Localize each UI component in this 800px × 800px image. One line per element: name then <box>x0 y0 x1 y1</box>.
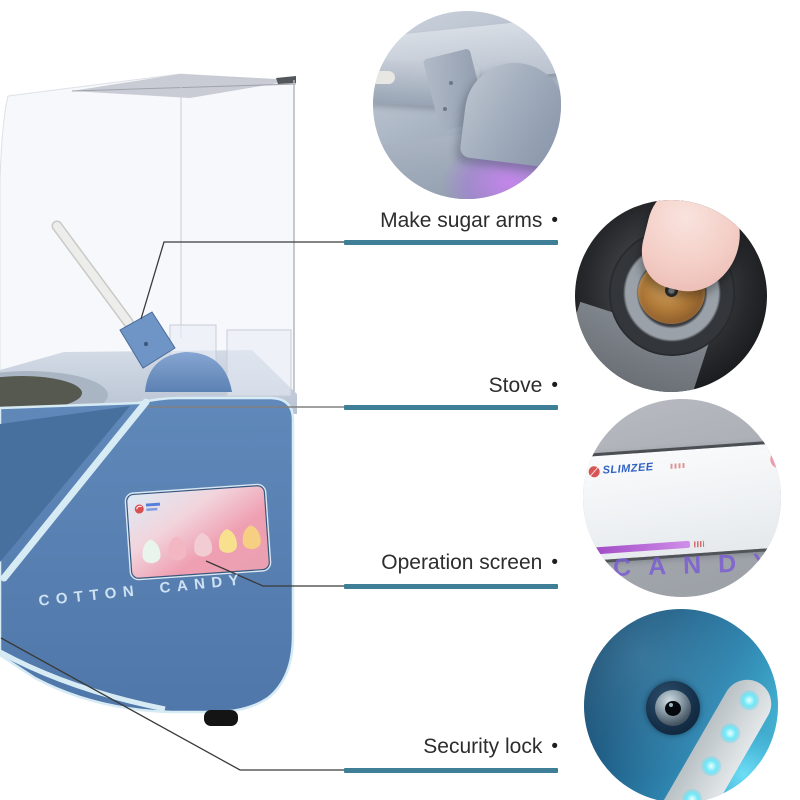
callout-underline-make-sugar-arms <box>344 240 558 245</box>
callout-bullet: • <box>551 552 558 573</box>
candy-icon-4[interactable] <box>218 528 238 553</box>
arm-hump <box>145 352 232 392</box>
logo-mark-icon <box>588 465 601 478</box>
candy-icon-2[interactable] <box>167 536 187 561</box>
stove-opening <box>0 376 82 410</box>
callout-make-sugar-arms: Make sugar arms • <box>380 208 558 234</box>
detail-photo-operation-screen: SLIMZEE ✕ CANDY <box>583 399 781 597</box>
acrylic-cover <box>0 73 297 403</box>
keyhole-glint <box>669 703 673 707</box>
callout-label-security-lock: Security lock <box>423 735 543 758</box>
led-dot <box>735 686 763 714</box>
timer-marks <box>670 462 687 469</box>
candy-icon-5[interactable] <box>242 525 262 550</box>
callout-bullet: • <box>551 375 558 396</box>
candy-icon-3[interactable] <box>193 532 213 557</box>
screen-logo <box>134 502 161 514</box>
led-dot <box>678 785 706 800</box>
logo-text: SLIMZEE <box>602 461 655 477</box>
leader-lines <box>0 241 344 771</box>
callout-label-operation-screen: Operation screen <box>381 551 543 574</box>
sugar-arm-assembly <box>51 220 232 392</box>
callout-security-lock: Security lock • <box>423 734 558 760</box>
led-dot <box>716 719 744 747</box>
leader-line-security-lock <box>0 637 344 771</box>
machine-foot <box>204 710 238 726</box>
body-accent-stripe <box>0 398 150 582</box>
callout-bullet: • <box>551 210 558 231</box>
callout-underline-security-lock <box>344 768 558 773</box>
screw-dot <box>449 81 453 85</box>
detail-photo-security-lock <box>584 609 778 800</box>
callout-underline-stove <box>344 405 558 410</box>
callout-bullet: • <box>551 736 558 757</box>
callout-stove: Stove • <box>489 373 558 399</box>
close-icon[interactable]: ✕ <box>769 449 781 469</box>
progress-value-marks <box>693 540 705 548</box>
cover-corner-bracket <box>276 76 296 84</box>
body-side-face <box>0 406 130 562</box>
stick-tip <box>373 71 395 84</box>
screen-logo-row: SLIMZEE <box>588 461 654 478</box>
led-dot <box>697 752 725 780</box>
candy-stick <box>53 222 132 326</box>
screw-dot <box>443 107 447 111</box>
callout-operation-screen: Operation screen • <box>381 550 558 576</box>
cover-top-rim <box>72 74 296 98</box>
machine-screen[interactable] <box>124 483 272 581</box>
callout-underline-operation-screen <box>344 584 558 589</box>
candy-icon-1[interactable] <box>141 539 161 564</box>
callout-label-make-sugar-arms: Make sugar arms <box>380 209 543 232</box>
touch-screen[interactable]: SLIMZEE ✕ <box>583 438 781 566</box>
leader-line-operation-screen <box>205 560 344 587</box>
detail-photo-stove <box>575 200 767 392</box>
detail-photo-make-sugar-arms <box>373 11 561 199</box>
callout-label-stove: Stove <box>488 374 543 397</box>
candy-flavor-icons[interactable] <box>141 525 262 564</box>
body-bottom-trim <box>0 649 166 712</box>
panel-candy-text: CANDY <box>612 547 781 583</box>
leader-line-make-sugar-arms <box>140 241 344 320</box>
keyhole <box>665 701 681 716</box>
